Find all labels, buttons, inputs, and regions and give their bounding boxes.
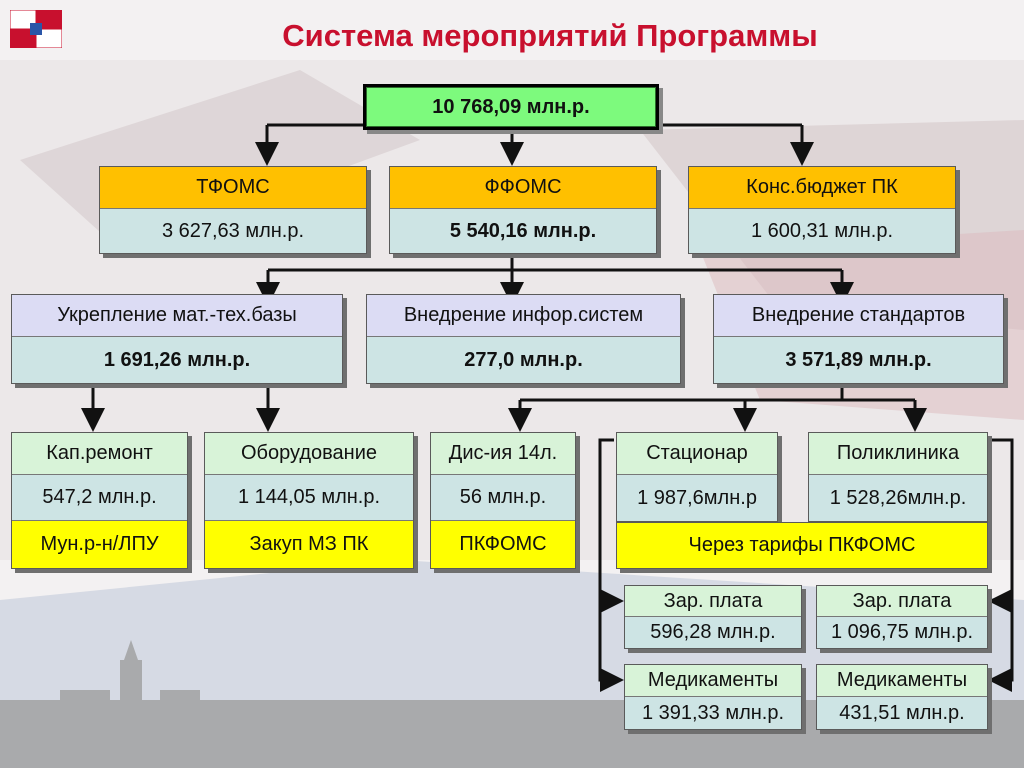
activity-screening-box: Дис-ия 14л. 56 млн.р. ПКФОМС (430, 432, 576, 569)
activity-repair-value: 547,2 млн.р. (12, 475, 187, 521)
breakdown-hospital-drugs-label: Медикаменты (625, 665, 801, 697)
direction-base-box: Укрепление мат.-тех.базы 1 691,26 млн.р. (11, 294, 343, 384)
activity-hospital-box: Стационар 1 987,6млн.р (616, 432, 778, 522)
activity-equipment-label: Оборудование (205, 433, 413, 475)
direction-standards-label: Внедрение стандартов (714, 295, 1003, 337)
direction-base-label: Укрепление мат.-тех.базы (12, 295, 342, 337)
activity-screening-value: 56 млн.р. (431, 475, 575, 521)
activity-screening-executor: ПКФОМС (431, 521, 575, 568)
breakdown-hospital-salary-box: Зар. плата 596,28 млн.р. (624, 585, 802, 649)
source-budget-value: 1 600,31 млн.р. (689, 209, 955, 253)
shared-executor-box: Через тарифы ПКФОМС (616, 522, 988, 569)
direction-it-value: 277,0 млн.р. (367, 337, 680, 383)
page-title: Система мероприятий Программы (282, 18, 818, 53)
direction-it-label: Внедрение инфор.систем (367, 295, 680, 337)
activity-equipment-value: 1 144,05 млн.р. (205, 475, 413, 521)
activity-polyclinic-label: Поликлиника (809, 433, 987, 475)
direction-base-value: 1 691,26 млн.р. (12, 337, 342, 383)
source-budget-box: Конс.бюджет ПК 1 600,31 млн.р. (688, 166, 956, 254)
breakdown-polyclinic-salary-value: 1 096,75 млн.р. (817, 617, 987, 648)
total-budget-value: 10 768,09 млн.р. (366, 87, 656, 127)
direction-standards-box: Внедрение стандартов 3 571,89 млн.р. (713, 294, 1004, 384)
total-budget-box: 10 768,09 млн.р. (363, 84, 659, 130)
breakdown-hospital-salary-label: Зар. плата (625, 586, 801, 617)
activity-equipment-executor: Закуп МЗ ПК (205, 521, 413, 568)
source-ffoms-value: 5 540,16 млн.р. (390, 209, 656, 253)
breakdown-hospital-drugs-box: Медикаменты 1 391,33 млн.р. (624, 664, 802, 730)
source-tfoms-box: ТФОМС 3 627,63 млн.р. (99, 166, 367, 254)
town-silhouette (0, 640, 1024, 768)
activity-repair-label: Кап.ремонт (12, 433, 187, 475)
breakdown-polyclinic-drugs-label: Медикаменты (817, 665, 987, 697)
source-ffoms-box: ФФОМС 5 540,16 млн.р. (389, 166, 657, 254)
breakdown-polyclinic-salary-label: Зар. плата (817, 586, 987, 617)
activity-hospital-label: Стационар (617, 433, 777, 475)
activity-repair-box: Кап.ремонт 547,2 млн.р. Мун.р-н/ЛПУ (11, 432, 188, 569)
flag-icon (10, 10, 62, 48)
direction-it-box: Внедрение инфор.систем 277,0 млн.р. (366, 294, 681, 384)
breakdown-polyclinic-drugs-value: 431,51 млн.р. (817, 697, 987, 729)
direction-standards-value: 3 571,89 млн.р. (714, 337, 1003, 383)
source-budget-label: Конс.бюджет ПК (689, 167, 955, 209)
breakdown-polyclinic-drugs-box: Медикаменты 431,51 млн.р. (816, 664, 988, 730)
activity-hospital-value: 1 987,6млн.р (617, 475, 777, 521)
activity-polyclinic-box: Поликлиника 1 528,26млн.р. (808, 432, 988, 522)
source-ffoms-label: ФФОМС (390, 167, 656, 209)
source-tfoms-value: 3 627,63 млн.р. (100, 209, 366, 253)
activity-repair-executor: Мун.р-н/ЛПУ (12, 521, 187, 568)
activity-equipment-box: Оборудование 1 144,05 млн.р. Закуп МЗ ПК (204, 432, 414, 569)
source-tfoms-label: ТФОМС (100, 167, 366, 209)
breakdown-polyclinic-salary-box: Зар. плата 1 096,75 млн.р. (816, 585, 988, 649)
activity-screening-label: Дис-ия 14л. (431, 433, 575, 475)
activity-polyclinic-value: 1 528,26млн.р. (809, 475, 987, 521)
breakdown-hospital-drugs-value: 1 391,33 млн.р. (625, 697, 801, 729)
breakdown-hospital-salary-value: 596,28 млн.р. (625, 617, 801, 648)
